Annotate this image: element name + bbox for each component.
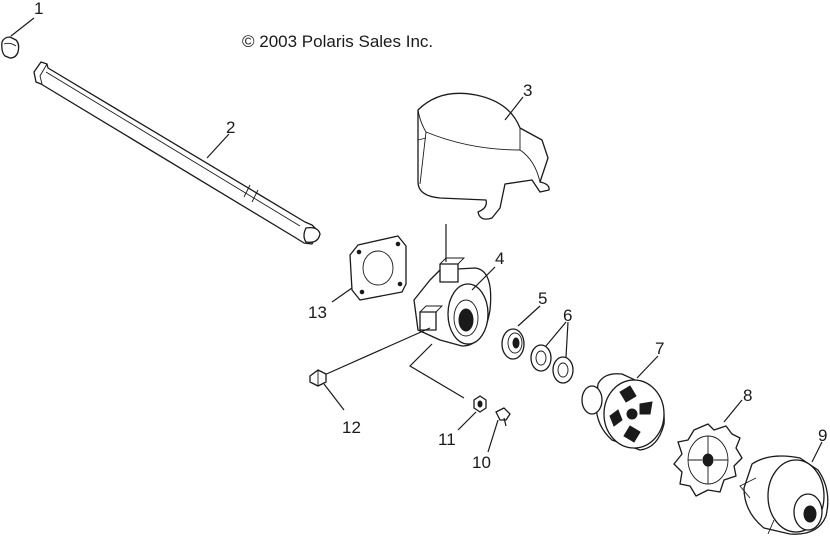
part-1-cap [1,36,20,59]
part-10-screw [495,407,511,427]
callout-5: 5 [538,289,547,308]
part-2-shaft [33,61,321,245]
part-7-hub [581,373,665,451]
part-8-coupler [673,423,743,497]
callout-11: 11 [438,430,456,449]
callout-3: 3 [523,81,532,100]
part-13-gasket [349,235,407,301]
part-4-housing [413,224,492,347]
callout-9: 9 [818,426,827,445]
callout-2: 2 [226,118,235,137]
part-3-cover [417,92,550,220]
callout-6: 6 [563,306,572,325]
callout-12: 12 [342,418,361,437]
part-6-washers [530,344,574,384]
callout-8: 8 [743,386,752,405]
part-12-bolt [309,327,431,387]
part-9-end-cup [739,455,829,535]
part-11-nut [409,343,487,413]
callout-7: 7 [655,339,664,358]
copyright-text: © 2003 Polaris Sales Inc. [242,32,433,51]
callout-4: 4 [495,249,504,268]
part-5-bearing [501,328,525,360]
callout-1: 1 [34,0,43,18]
callout-10: 10 [472,453,491,472]
callout-13: 13 [308,303,327,322]
